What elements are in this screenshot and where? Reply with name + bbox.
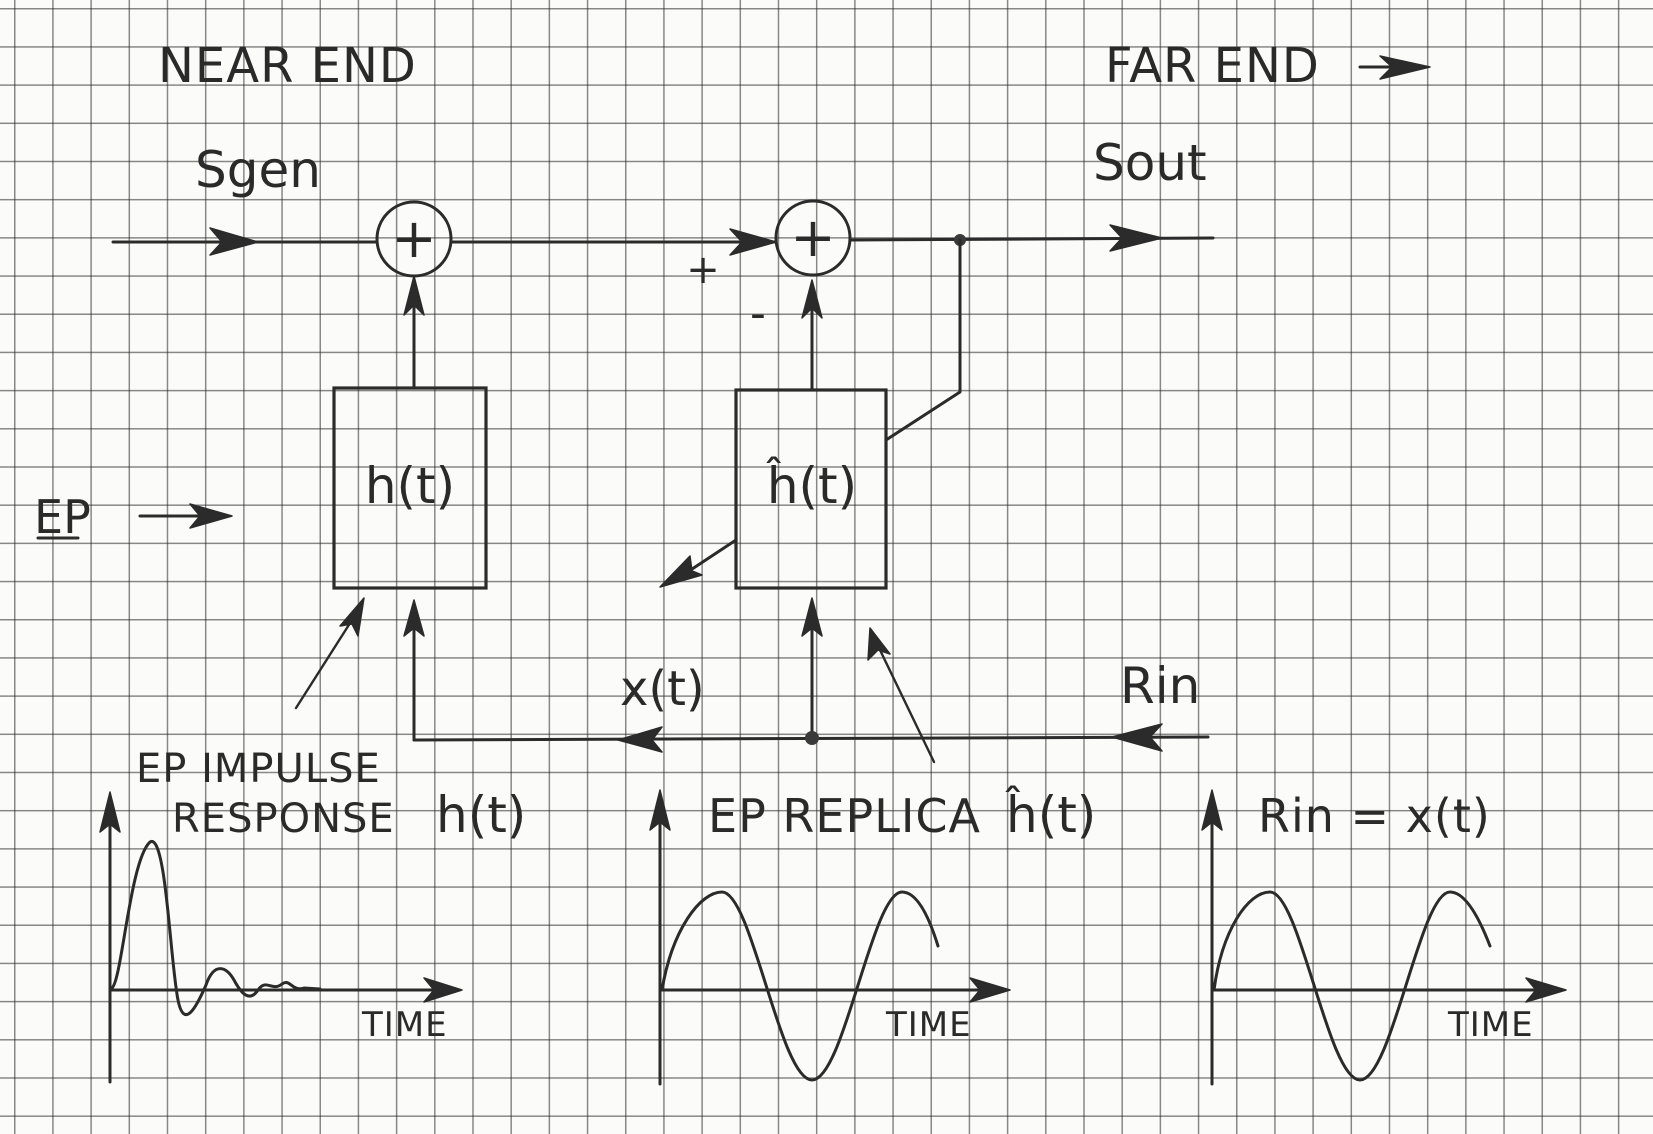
rin-graph: Rin = x(t) TIME xyxy=(1201,789,1567,1086)
replica-graph: EP REPLICA ĥ(t) TIME xyxy=(649,785,1096,1086)
impulse-title-line1: EP IMPULSE xyxy=(136,746,381,792)
sum2-symbol: + xyxy=(790,206,835,269)
replica-curve xyxy=(660,890,940,1082)
rin-x-axis-arrow-icon xyxy=(1525,977,1567,1003)
h-hat-block-label: ĥ(t) xyxy=(766,456,857,515)
impulse-curve xyxy=(110,840,322,1017)
x-to-hhat-arrow-icon xyxy=(801,597,823,637)
rin-arrow-icon xyxy=(1111,723,1163,752)
replica-time-label: TIME xyxy=(885,1005,972,1045)
near-end-label: NEAR END xyxy=(158,38,417,94)
impulse-x-axis-arrow-icon xyxy=(423,977,463,1003)
replica-title: EP REPLICA xyxy=(708,789,981,843)
far-end-arrow-icon xyxy=(1358,55,1431,80)
ep-label: EP xyxy=(34,490,91,544)
rin-curve xyxy=(1212,890,1492,1082)
replica-x-axis-arrow-icon xyxy=(969,977,1011,1003)
sum2-input-arrow-icon xyxy=(729,228,777,256)
error-feedback-wire xyxy=(884,238,962,442)
x-t-label: x(t) xyxy=(620,661,705,717)
rin-y-axis-arrow-icon xyxy=(1201,789,1223,831)
impulse-pointer-arrow-icon xyxy=(339,597,365,637)
replica-pointer-line xyxy=(878,648,936,764)
adaptation-arrow-icon xyxy=(659,555,703,588)
impulse-title-line2: RESPONSE xyxy=(172,796,395,842)
summing-junction-2: + xyxy=(774,199,852,277)
impulse-title-symbol: h(t) xyxy=(436,786,526,844)
sout-arrow-icon xyxy=(1109,224,1163,252)
rin-time-label: TIME xyxy=(1447,1005,1534,1045)
plus-sign-label: + xyxy=(686,247,720,293)
h-block: h(t) xyxy=(332,386,488,590)
impulse-y-axis-arrow-icon xyxy=(99,791,121,833)
impulse-pointer-line xyxy=(294,618,354,710)
impulse-time-label: TIME xyxy=(361,1005,448,1045)
x-to-h-arrow-icon xyxy=(403,599,425,637)
receive-path xyxy=(403,597,1210,753)
replica-pointer-arrow-icon xyxy=(867,627,891,661)
replica-y-axis-arrow-icon xyxy=(649,789,671,831)
replica-title-symbol: ĥ(t) xyxy=(1005,785,1096,844)
sum1-symbol: + xyxy=(391,207,436,270)
receive-junction-dot xyxy=(805,731,819,745)
h-hat-block: ĥ(t) xyxy=(734,388,888,590)
rin-label: Rin xyxy=(1120,657,1200,715)
xt-arrow-icon xyxy=(617,726,663,753)
sgen-label: Sgen xyxy=(195,141,321,199)
h-to-sum-arrow-icon xyxy=(403,275,425,316)
rin-graph-title: Rin = x(t) xyxy=(1258,789,1491,843)
minus-sign-label: - xyxy=(750,288,766,339)
ep-arrow-icon xyxy=(138,503,233,529)
summing-junction-1: + xyxy=(375,200,453,278)
sout-label: Sout xyxy=(1093,134,1207,192)
h-block-label: h(t) xyxy=(365,457,455,515)
far-end-label: FAR END xyxy=(1105,38,1320,94)
sgen-arrow-icon xyxy=(209,227,259,256)
impulse-response-graph: EP IMPULSE RESPONSE h(t) TIME xyxy=(99,746,526,1084)
hhat-to-sum-arrow-icon xyxy=(801,279,823,319)
send-path xyxy=(111,224,1215,256)
